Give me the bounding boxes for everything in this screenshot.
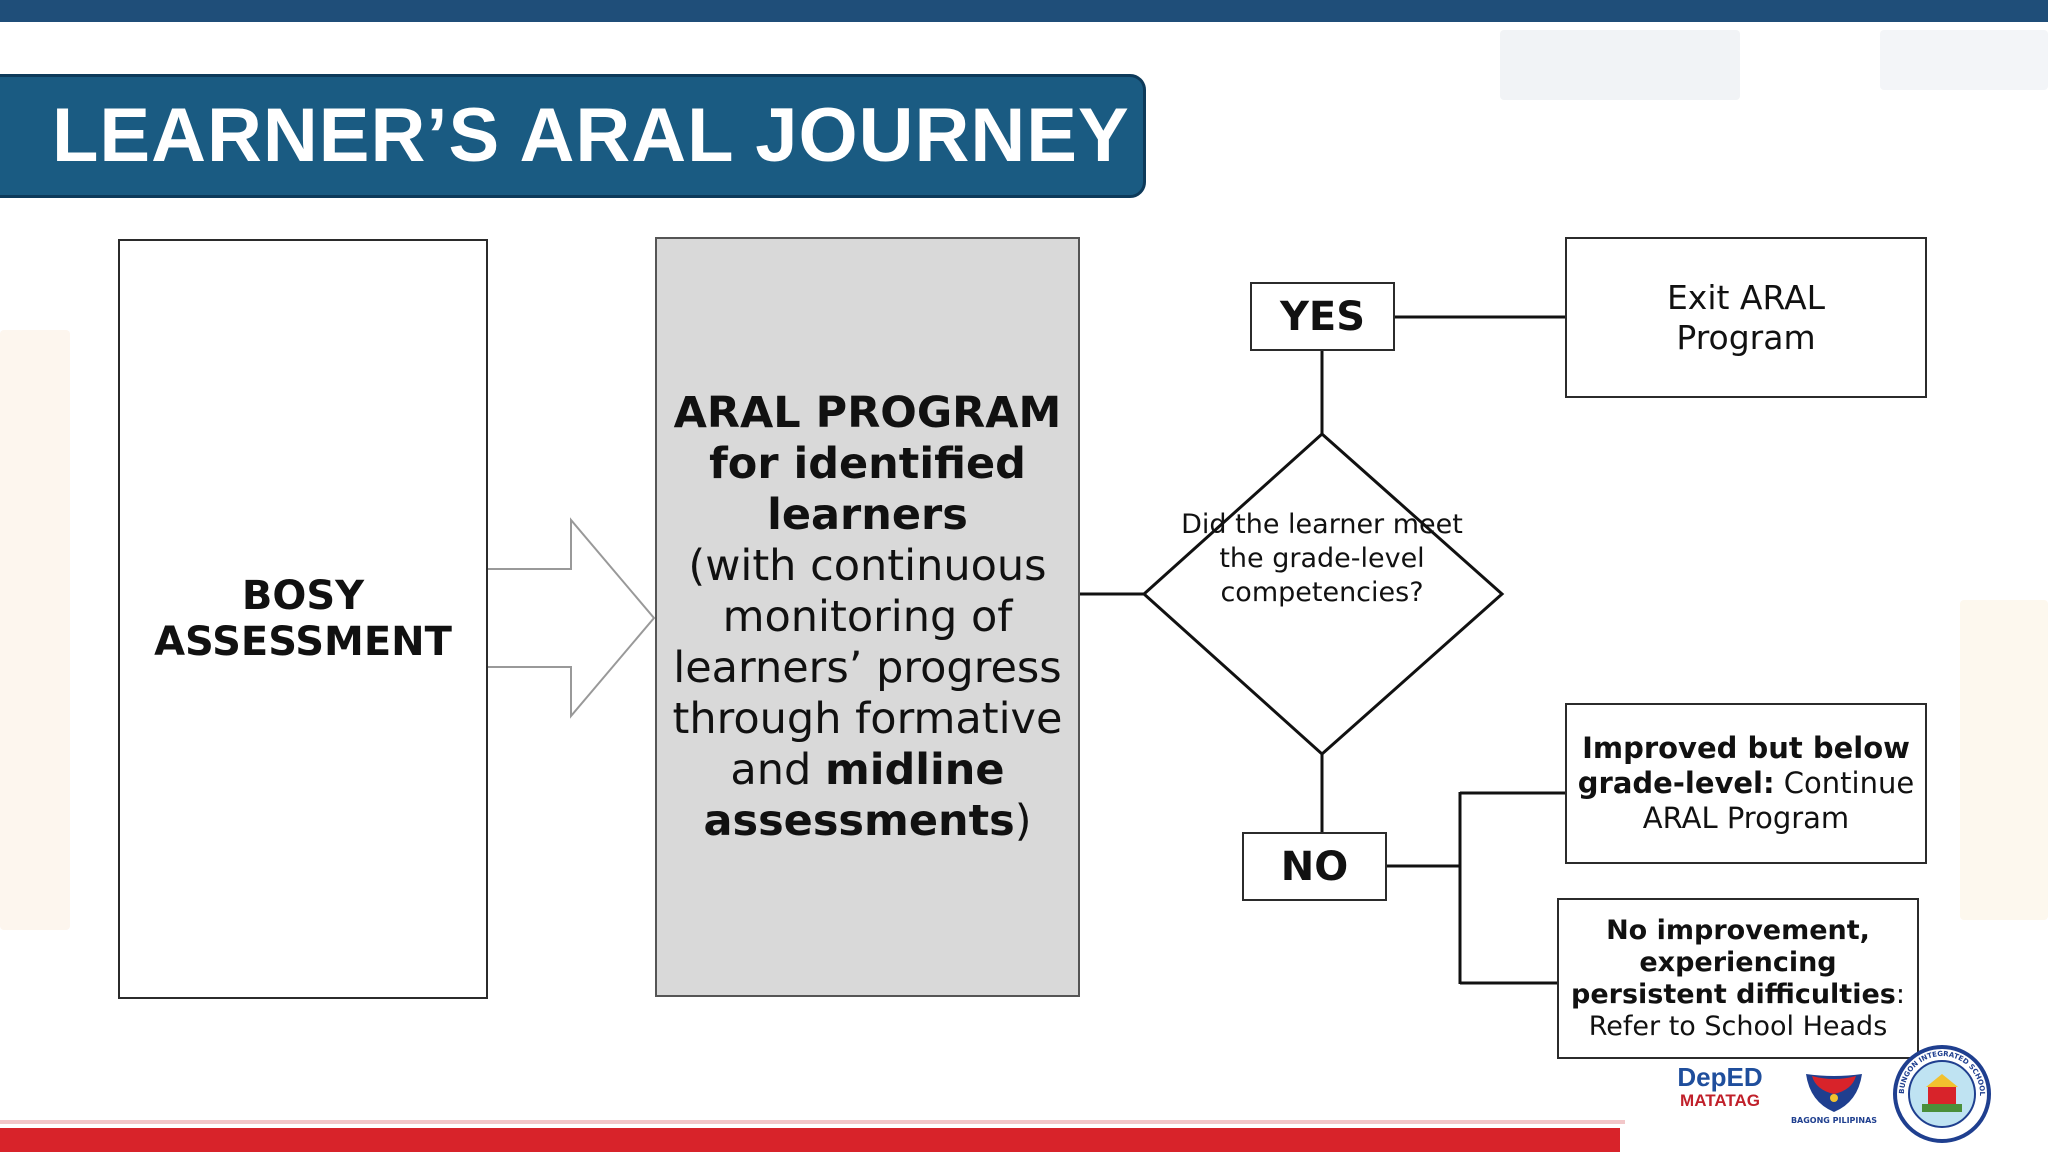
bagong-pilipinas-wordmark: BAGONG PILIPINAS (1790, 1116, 1878, 1125)
school-seal-icon: BUNGON INTEGRATED SCHOOL (1893, 1045, 1991, 1143)
no-box: NO (1242, 832, 1387, 901)
improved-label: Improved but below grade-level: Continue… (1571, 731, 1921, 836)
school-seal-logo: BUNGON INTEGRATED SCHOOL (1892, 1044, 1992, 1144)
page-title: LEARNER’S ARAL JOURNEY (52, 93, 1130, 178)
background-decoration (0, 330, 70, 930)
deped-wordmark: DepED (1677, 1062, 1763, 1092)
aral-program-closing: ) (1014, 795, 1032, 846)
bottom-accent-line (0, 1120, 1625, 1124)
aral-program-bold-text-2: midline assessments (703, 744, 1015, 846)
bosy-assessment-box: BOSY ASSESSMENT (118, 239, 488, 999)
no-improvement-normal-text: : Refer to School Heads (1588, 978, 1905, 1042)
improved-box: Improved but below grade-level: Continue… (1565, 703, 1927, 864)
top-bar (0, 0, 2048, 22)
no-improvement-label: No improvement, experiencing persistent … (1563, 915, 1913, 1043)
decision-question: Did the learner meet the grade-level com… (1181, 509, 1463, 608)
no-improvement-box: No improvement, experiencing persistent … (1557, 898, 1919, 1059)
bosy-assessment-label: BOSY ASSESSMENT (154, 573, 452, 665)
background-decoration (1960, 600, 2048, 920)
exit-aral-label: Exit ARAL Program (1666, 277, 1826, 357)
aral-program-box: ARAL PROGRAM for identified learners (wi… (655, 237, 1080, 997)
aral-program-label: ARAL PROGRAM for identified learners (wi… (663, 388, 1073, 847)
no-improvement-bold-text: No improvement, experiencing persistent … (1571, 914, 1896, 1010)
title-banner (0, 74, 1146, 198)
no-label: NO (1280, 843, 1349, 890)
aral-program-bold-text: ARAL PROGRAM for identified learners (673, 387, 1062, 540)
yes-box: YES (1250, 282, 1395, 351)
bagong-pilipinas-emblem-icon (1806, 1074, 1862, 1112)
deped-logo: DepED MATATAG (1670, 1064, 1770, 1124)
background-decoration (1500, 30, 1740, 100)
background-decoration (1880, 30, 2048, 90)
bottom-bar (0, 1128, 1620, 1152)
improved-bold-text: Improved but below grade-level: (1577, 731, 1910, 800)
bagong-pilipinas-logo: BAGONG PILIPINAS (1784, 1068, 1884, 1130)
matatag-wordmark: MATATAG (1680, 1091, 1760, 1110)
aral-program-normal-text: (with continuous monitoring of learners’… (672, 540, 1063, 795)
improved-normal-text: Continue ARAL Program (1642, 766, 1915, 835)
yes-label: YES (1279, 293, 1366, 340)
exit-aral-box: Exit ARAL Program (1565, 237, 1927, 398)
block-arrow (488, 517, 656, 719)
